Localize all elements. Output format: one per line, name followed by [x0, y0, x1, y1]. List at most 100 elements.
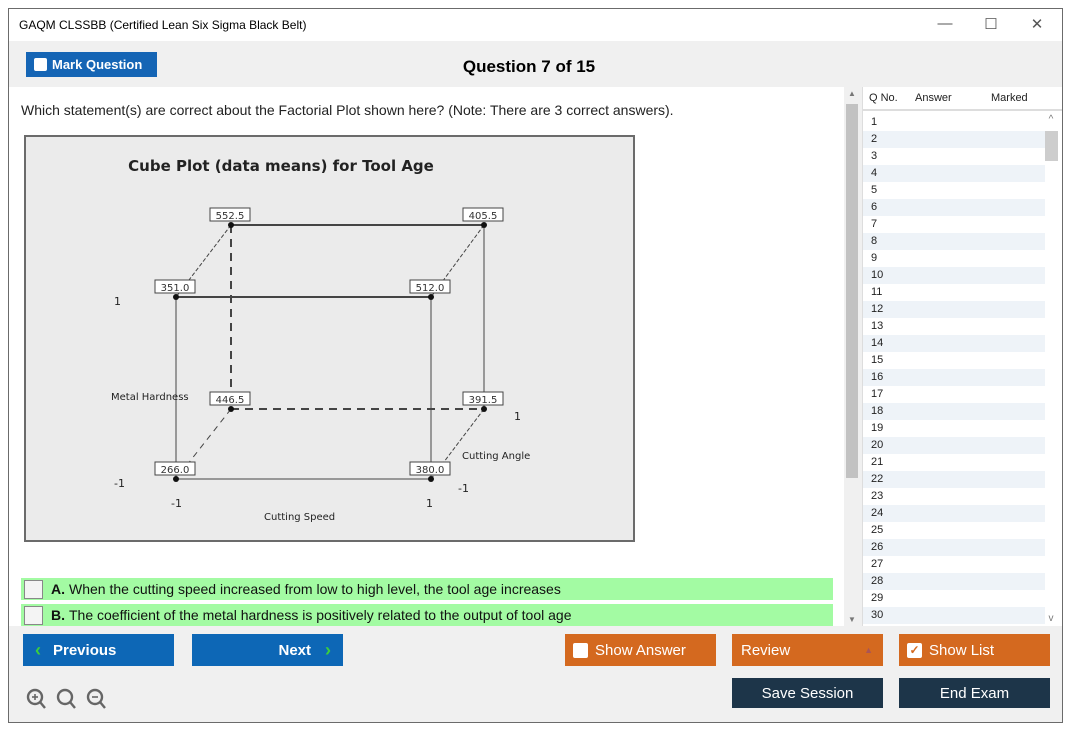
- question-list-row[interactable]: 29: [871, 592, 884, 604]
- question-list-row[interactable]: 11: [871, 286, 883, 298]
- chevron-up-icon[interactable]: ^: [1048, 114, 1054, 125]
- question-content: Which statement(s) are correct about the…: [9, 87, 844, 626]
- question-list-row[interactable]: 12: [863, 301, 1045, 318]
- cube-plot-figure: Cube Plot (data means) for Tool Age 351.…: [24, 135, 635, 542]
- question-list-row[interactable]: 6: [863, 199, 1045, 216]
- question-counter: Question 7 of 15: [462, 57, 596, 76]
- zoom-out-icon[interactable]: [86, 688, 106, 709]
- corner-value: 512.0: [416, 283, 445, 294]
- scroll-down-icon[interactable]: ▼: [848, 615, 856, 624]
- corner-value: 446.5: [216, 395, 245, 406]
- corner-value: 391.5: [469, 395, 498, 406]
- show-list-label: Show List: [929, 641, 995, 659]
- corner-point: [481, 222, 487, 228]
- question-list-row[interactable]: 16: [863, 369, 1045, 386]
- question-list-row[interactable]: 10: [863, 267, 1045, 284]
- zoom-in-icon[interactable]: [26, 688, 46, 709]
- question-list-row[interactable]: 9: [871, 252, 878, 264]
- zoom-reset-icon[interactable]: [56, 688, 76, 709]
- question-list-row[interactable]: 3: [871, 150, 878, 162]
- question-list-row[interactable]: 19: [871, 422, 884, 434]
- window-title: GAQM CLSSBB (Certified Lean Six Sigma Bl…: [19, 18, 307, 32]
- corner-value: 266.0: [161, 465, 190, 476]
- question-list-row[interactable]: 27: [871, 558, 884, 570]
- x-tick-low: -1: [171, 497, 182, 510]
- question-list-row[interactable]: 7: [871, 218, 878, 230]
- option-b[interactable]: B.The coefficient of the metal hardness …: [21, 604, 833, 626]
- show-answer-button[interactable]: Show Answer: [565, 634, 716, 666]
- question-list-row[interactable]: 1: [871, 116, 878, 128]
- scroll-thumb[interactable]: [846, 104, 858, 478]
- save-session-label: Save Session: [761, 684, 854, 702]
- end-exam-button[interactable]: End Exam: [899, 678, 1050, 708]
- question-list-row[interactable]: 24: [863, 505, 1045, 522]
- chevron-down-icon[interactable]: v: [1048, 613, 1054, 624]
- question-list-row[interactable]: 21: [871, 456, 884, 468]
- corner-point: [428, 294, 434, 300]
- option-letter: A.: [51, 581, 65, 597]
- question-list-row[interactable]: 8: [863, 233, 1045, 250]
- corner-point: [228, 406, 234, 412]
- end-exam-label: End Exam: [939, 684, 1010, 702]
- z-factor-label: Cutting Angle: [462, 451, 530, 462]
- review-button[interactable]: Review ▲: [732, 634, 883, 666]
- scroll-up-icon[interactable]: ▲: [848, 89, 856, 98]
- mark-question-button[interactable]: Mark Question: [26, 52, 157, 77]
- question-list-row[interactable]: 4: [863, 165, 1045, 182]
- question-list-header: Q No. Answer Marked: [863, 87, 1062, 111]
- corner-point: [481, 406, 487, 412]
- list-scroll-thumb[interactable]: [1045, 131, 1058, 161]
- question-list-row[interactable]: 25: [871, 524, 884, 536]
- question-header: Mark Question Question 7 of 15: [9, 41, 1062, 87]
- checkbox-checked-icon: ✓: [907, 642, 922, 658]
- y-tick-high: 1: [114, 295, 121, 308]
- save-session-button[interactable]: Save Session: [732, 678, 883, 708]
- cube-plot-svg: Cube Plot (data means) for Tool Age 351.…: [111, 157, 530, 523]
- corner-point: [428, 476, 434, 482]
- corner-label-box: [209, 391, 251, 406]
- question-list-row[interactable]: 14: [863, 335, 1045, 352]
- col-qno: Q No.: [869, 92, 898, 104]
- z-tick-low: -1: [458, 482, 469, 495]
- option-a-checkbox[interactable]: [24, 579, 43, 599]
- question-list-row[interactable]: 13: [871, 320, 884, 332]
- x-factor-label: Cutting Speed: [264, 512, 335, 523]
- z-tick-high: 1: [514, 410, 521, 423]
- question-list-row[interactable]: 28: [863, 573, 1045, 590]
- corner-label-box: [154, 279, 196, 294]
- show-list-button[interactable]: ✓ Show List: [899, 634, 1050, 666]
- option-a[interactable]: A.When the cutting speed increased from …: [21, 578, 833, 600]
- minimize-icon[interactable]: —: [937, 15, 953, 32]
- list-scrollbar[interactable]: ^ v: [1044, 114, 1059, 624]
- x-tick-high: 1: [426, 497, 433, 510]
- close-icon[interactable]: ✕: [1030, 16, 1044, 33]
- corner-point: [173, 476, 179, 482]
- content-scrollbar[interactable]: ▲ ▼: [845, 87, 859, 626]
- question-list-row[interactable]: 23: [871, 490, 884, 502]
- option-b-checkbox[interactable]: [24, 605, 43, 625]
- next-button[interactable]: Next›: [192, 634, 343, 666]
- caret-up-icon: ▲: [864, 645, 873, 655]
- corner-value: 405.5: [469, 211, 498, 222]
- corner-label-box: [409, 279, 451, 294]
- maximize-icon[interactable]: ☐: [984, 16, 998, 33]
- question-list-row[interactable]: 5: [871, 184, 878, 196]
- corner-value: 552.5: [216, 211, 245, 222]
- col-answer: Answer: [915, 92, 952, 104]
- previous-button[interactable]: ‹Previous: [23, 634, 174, 666]
- question-list-row[interactable]: 17: [871, 388, 884, 400]
- question-list-row[interactable]: 22: [863, 471, 1045, 488]
- question-list-row[interactable]: 20: [863, 437, 1045, 454]
- col-marked: Marked: [991, 92, 1028, 104]
- option-text: The coefficient of the metal hardness is…: [69, 607, 572, 623]
- question-list-row[interactable]: 26: [863, 539, 1045, 556]
- question-list-row[interactable]: 15: [871, 354, 884, 366]
- question-list-row[interactable]: 18: [863, 403, 1045, 420]
- question-list-row[interactable]: 2: [863, 131, 1045, 148]
- review-label: Review: [741, 641, 791, 659]
- corner-label-box: [409, 461, 451, 476]
- question-list-row[interactable]: 30: [863, 607, 1045, 624]
- checkbox-icon: [34, 58, 47, 71]
- previous-label: Previous: [53, 641, 117, 659]
- mark-label: Mark Question: [52, 57, 143, 72]
